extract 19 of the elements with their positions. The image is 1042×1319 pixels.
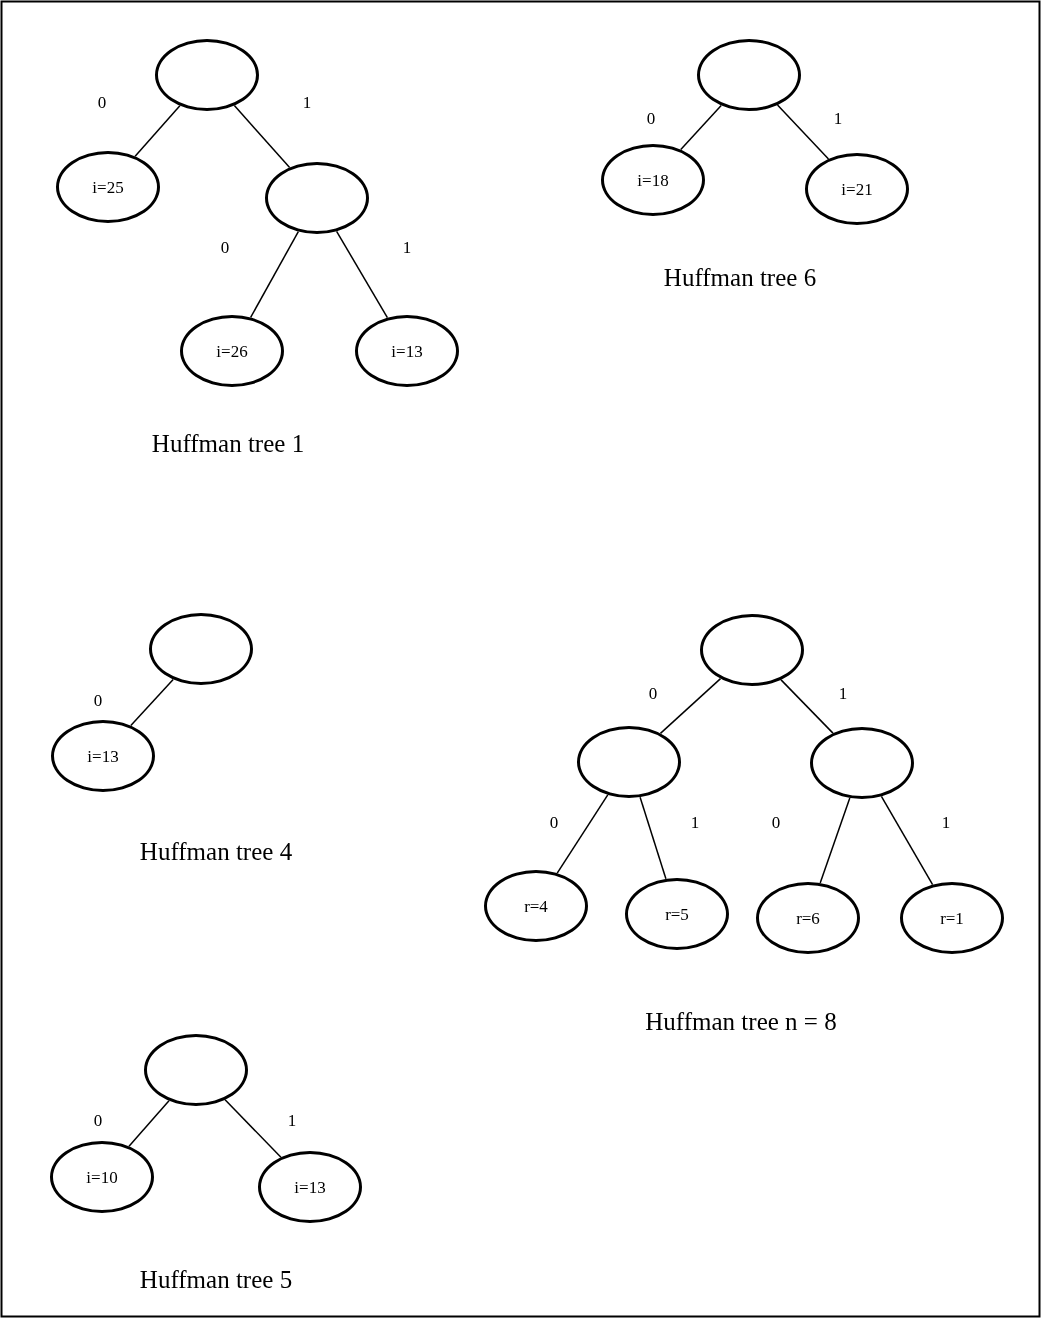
tree-caption: Huffman tree 4 xyxy=(139,838,293,864)
tree-caption: Huffman tree 1 xyxy=(151,430,305,456)
tree-edge xyxy=(819,797,851,884)
node-value: i=25 xyxy=(92,178,124,196)
node-value: i=13 xyxy=(391,342,423,360)
node-value: r=4 xyxy=(524,897,548,915)
node-value: i=26 xyxy=(216,342,248,360)
node-value: i=10 xyxy=(86,1168,118,1186)
tree-edge xyxy=(639,796,667,880)
tree-caption: Huffman tree 6 xyxy=(663,264,817,290)
node-value: i=13 xyxy=(87,747,119,765)
tree-caption: Huffman tree n = 8 xyxy=(645,1008,837,1034)
node-value: r=6 xyxy=(796,909,820,927)
node-value: i=18 xyxy=(637,171,669,189)
node-value: r=1 xyxy=(940,909,964,927)
node-value: i=13 xyxy=(294,1178,326,1196)
tree-caption: Huffman tree 5 xyxy=(139,1266,293,1292)
node-value: i=21 xyxy=(841,180,873,198)
node-value: r=5 xyxy=(665,905,689,923)
